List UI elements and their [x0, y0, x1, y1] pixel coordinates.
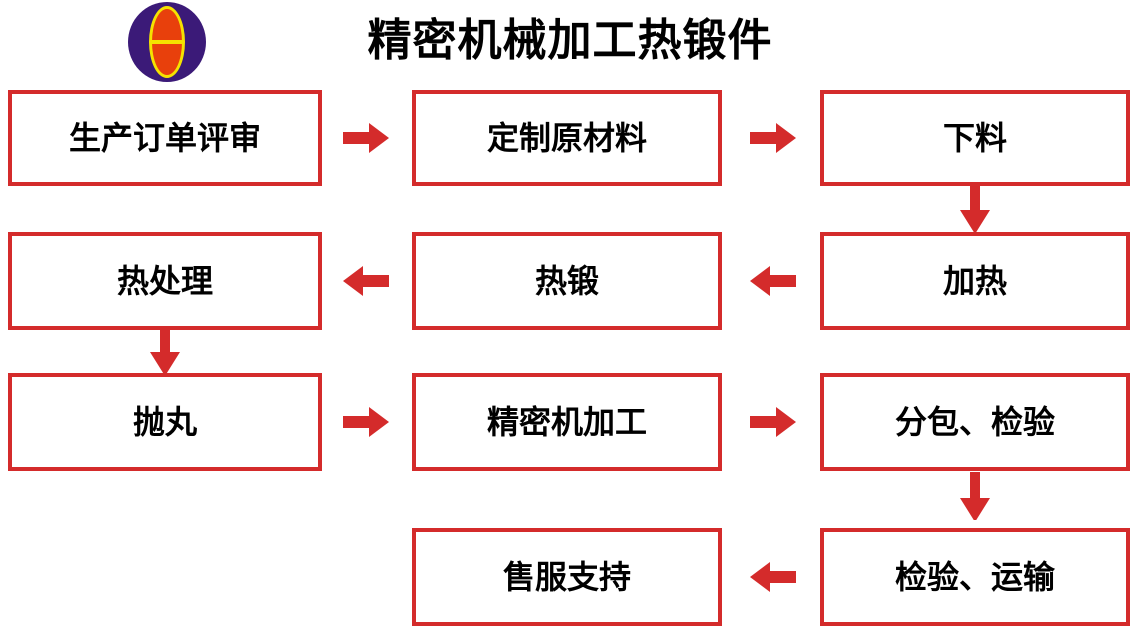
logo-cross-bar [150, 40, 184, 44]
arrow-down-icon-subcontract-to-transport [958, 472, 992, 520]
process-box-subcontract-inspection[interactable]: 分包、检验 [820, 373, 1130, 471]
process-box-label: 生产订单评审 [68, 119, 261, 157]
process-box-label: 下料 [942, 119, 1007, 157]
process-box-label: 热处理 [116, 262, 213, 300]
arrow-left-icon-heating-to-forging [750, 264, 796, 298]
arrow-right-icon-machining-to-subcontract [750, 405, 796, 439]
process-box-inspection-transport[interactable]: 检验、运输 [820, 528, 1130, 626]
arrow-right-icon-material-to-blanking [750, 121, 796, 155]
arrow-down-icon-heat-treatment-to-shot-blasting [148, 328, 182, 376]
process-box-production-order-review[interactable]: 生产订单评审 [8, 90, 322, 186]
process-box-label: 热锻 [534, 262, 599, 300]
process-box-label: 抛丸 [132, 403, 197, 441]
process-box-heat-treatment[interactable]: 热处理 [8, 232, 322, 330]
process-box-after-sales-support[interactable]: 售服支持 [412, 528, 722, 626]
process-box-label: 加热 [942, 262, 1007, 300]
arrow-down-icon-blanking-to-heating [958, 186, 992, 234]
process-box-blanking[interactable]: 下料 [820, 90, 1130, 186]
process-box-label: 分包、检验 [894, 403, 1055, 441]
process-box-label: 检验、运输 [894, 558, 1055, 596]
company-logo-icon [128, 2, 206, 82]
arrow-left-icon-forging-to-heat-treatment [343, 264, 389, 298]
process-box-precision-machining[interactable]: 精密机加工 [412, 373, 722, 471]
process-box-heating[interactable]: 加热 [820, 232, 1130, 330]
process-box-label: 售服支持 [502, 558, 631, 596]
process-box-label: 精密机加工 [486, 403, 647, 441]
arrow-left-icon-transport-to-support [750, 560, 796, 594]
process-box-hot-forging[interactable]: 热锻 [412, 232, 722, 330]
process-box-label: 定制原材料 [486, 119, 647, 157]
process-box-custom-raw-material[interactable]: 定制原材料 [412, 90, 722, 186]
page-title: 精密机械加工热锻件 [367, 15, 773, 66]
arrow-right-icon-order-to-material [343, 121, 389, 155]
arrow-right-icon-shot-blasting-to-machining [343, 405, 389, 439]
process-box-shot-blasting[interactable]: 抛丸 [8, 373, 322, 471]
header: 精密机械加工热锻件 [0, 0, 1140, 84]
